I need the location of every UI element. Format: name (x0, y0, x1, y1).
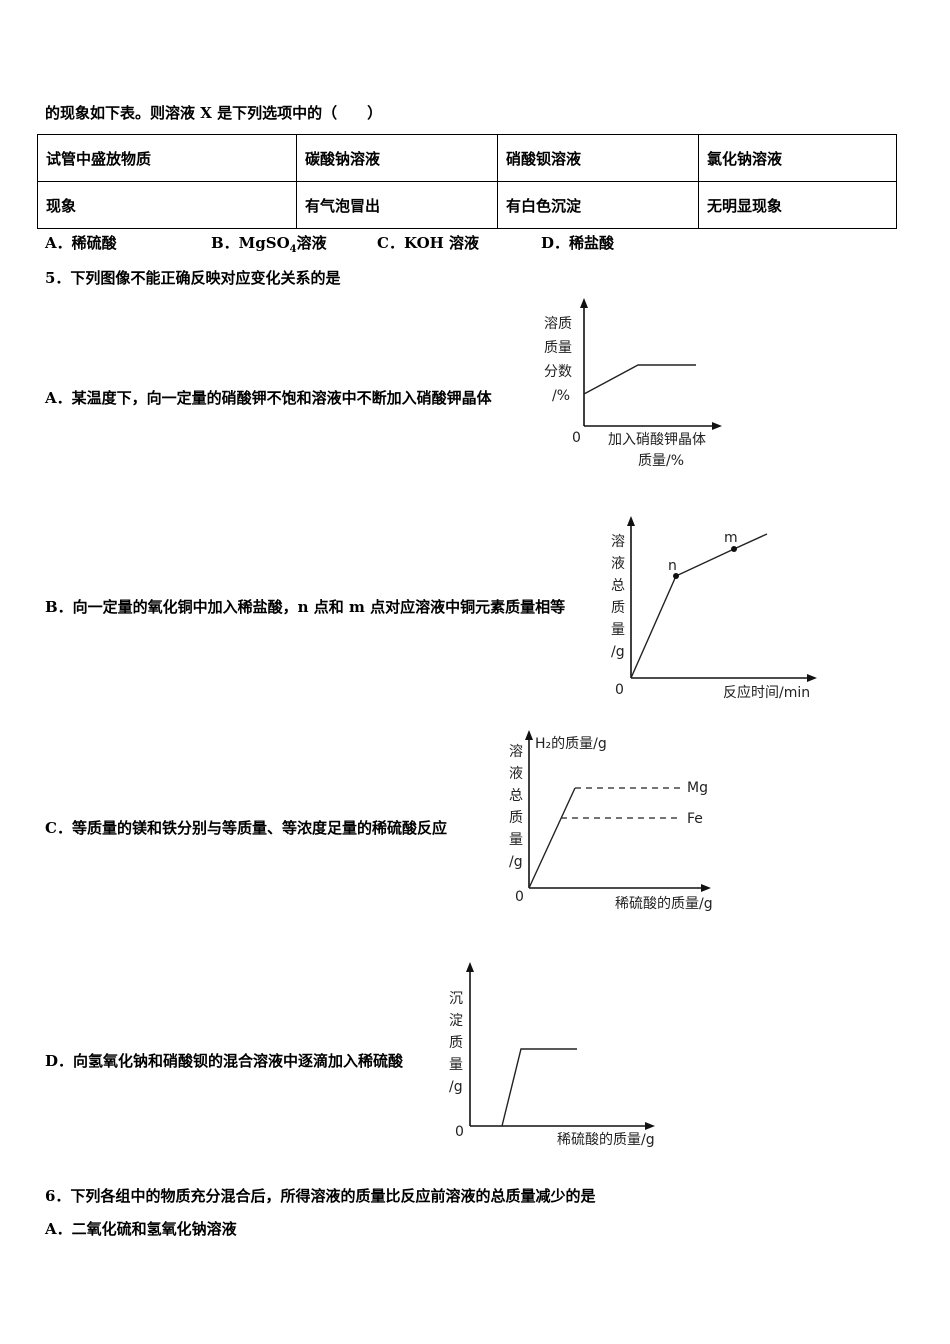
y-label: /g (509, 854, 523, 870)
x-axis-arrow (807, 674, 817, 682)
y-label: 质 (611, 600, 625, 616)
y-label: 沉 (449, 991, 463, 1007)
y-label: 质 (509, 810, 523, 826)
x-label: 稀硫酸的质量/g (557, 1132, 655, 1148)
origin-label: 0 (615, 682, 624, 698)
origin-label: 0 (572, 430, 581, 446)
origin-label: 0 (455, 1124, 464, 1140)
graph-b: n m 溶 液 总 质 量 /g 0 反应时间/min (611, 516, 817, 701)
table-cell: 有气泡冒出 (296, 181, 498, 229)
y-label: 溶质 (544, 316, 572, 332)
x-label: 质量/% (638, 453, 684, 469)
graph-a: 溶质 质量 分数 /% 0 加入硝酸钾晶体 质量/% (544, 298, 722, 469)
table-row: 现象 有气泡冒出 有白色沉淀 无明显现象 (37, 181, 897, 229)
y-label: 液 (611, 556, 625, 572)
y-axis-arrow (466, 962, 474, 972)
graph-c: Mg Fe H₂的质量/g 溶 液 总 质 量 /g 0 稀硫酸的质量/g (509, 730, 713, 912)
y-label: 量 (449, 1057, 463, 1073)
observation-table: 试管中盛放物质 碳酸钠溶液 硝酸钡溶液 氯化钠溶液 现象 有气泡冒出 有白色沉淀… (37, 134, 897, 229)
question-6-stem: 6．下列各组中的物质充分混合后，所得溶液的质量比反应前溶液的总质量减少的是 (45, 1187, 596, 1205)
curve (501, 1048, 577, 1127)
y-label: 质量 (544, 340, 572, 356)
curve (583, 364, 696, 395)
y-axis-arrow (580, 298, 588, 308)
question-5-stem: 5．下列图像不能正确反映对应变化关系的是 (45, 269, 341, 287)
series-mg-label: Mg (687, 780, 708, 796)
table-row: 试管中盛放物质 碳酸钠溶液 硝酸钡溶液 氯化钠溶液 (37, 134, 897, 182)
y-axis-arrow (525, 730, 533, 740)
question-5-option-c: C．等质量的镁和铁分别与等质量、等浓度足量的稀硫酸反应 (45, 819, 447, 837)
y-label: 量 (611, 622, 625, 638)
option-b: B．MgSO4溶液 (211, 232, 327, 255)
table-cell: 碳酸钠溶液 (296, 134, 498, 182)
y-label: 总 (611, 578, 625, 594)
question-5-option-d: D．向氢氧化钠和硝酸钡的混合溶液中逐滴加入稀硫酸 (45, 1052, 404, 1070)
table-cell: 试管中盛放物质 (37, 134, 297, 182)
y-title: H₂的质量/g (535, 736, 607, 752)
question-5-option-b: B．向一定量的氧化铜中加入稀盐酸，n 点和 m 点对应溶液中铜元素质量相等 (45, 598, 566, 616)
y-label: /% (552, 388, 570, 404)
option-b-suffix: 溶液 (296, 234, 327, 252)
option-b-text: B．MgSO (211, 234, 290, 252)
point-n (673, 573, 679, 579)
graph-d: 沉 淀 质 量 /g 0 稀硫酸的质量/g (449, 962, 655, 1148)
option-b-subscript: 4 (289, 244, 297, 255)
table-cell: 无明显现象 (698, 181, 897, 229)
series-fe-label: Fe (687, 811, 703, 827)
y-label: 总 (509, 788, 523, 804)
x-label: 稀硫酸的质量/g (615, 896, 713, 912)
table-cell: 氯化钠溶液 (698, 134, 897, 182)
y-label: 量 (509, 832, 523, 848)
option-d: D．稀盐酸 (541, 234, 615, 252)
y-label: 淀 (449, 1013, 463, 1029)
x-label: 反应时间/min (723, 684, 810, 701)
y-label: 质 (449, 1035, 463, 1051)
y-label: 溶 (509, 744, 523, 760)
x-axis-arrow (645, 1122, 655, 1130)
x-axis-arrow (712, 422, 722, 430)
point-n-label: n (668, 558, 677, 574)
question-4-stem-tail: 的现象如下表。则溶液 X 是下列选项中的（ ） (45, 104, 383, 122)
table-cell: 硝酸钡溶液 (497, 134, 699, 182)
curve (630, 533, 768, 679)
table-cell: 有白色沉淀 (497, 181, 699, 229)
y-label: 分数 (544, 364, 572, 380)
question-6-option-a: A．二氧化硫和氢氧化钠溶液 (45, 1220, 237, 1238)
option-c: C．KOH 溶液 (377, 234, 480, 252)
y-label: /g (611, 644, 625, 660)
x-axis-arrow (701, 884, 711, 892)
x-label: 加入硝酸钾晶体 (608, 432, 706, 448)
y-label: 溶 (611, 534, 625, 550)
point-m-label: m (724, 530, 738, 546)
curve-mg-rise (528, 787, 576, 889)
point-m (731, 546, 737, 552)
origin-label: 0 (515, 889, 524, 905)
table-cell: 现象 (37, 181, 297, 229)
y-label: 液 (509, 766, 523, 782)
option-a: A．稀硫酸 (45, 234, 117, 252)
y-axis-arrow (627, 516, 635, 526)
question-5-option-a: A．某温度下，向一定量的硝酸钾不饱和溶液中不断加入硝酸钾晶体 (45, 389, 492, 407)
y-label: /g (449, 1079, 463, 1095)
